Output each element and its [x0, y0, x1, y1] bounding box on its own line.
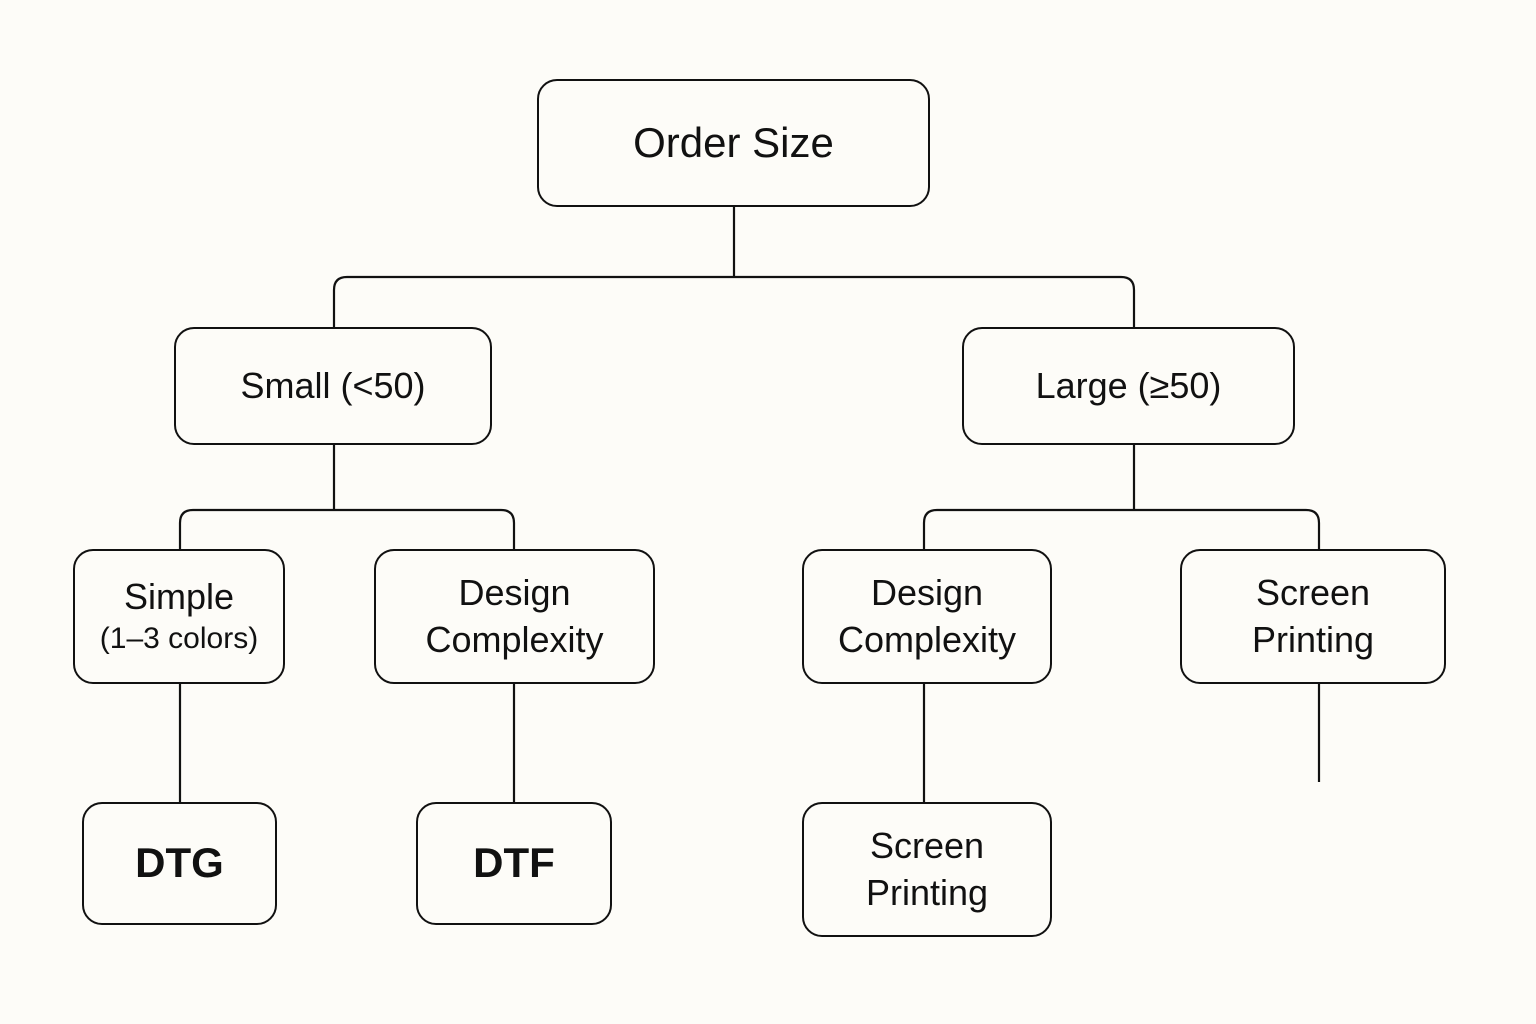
- node-result-dtf: DTF: [416, 802, 612, 925]
- node-large-order: Large (≥50): [962, 327, 1295, 445]
- node-label: Order Size: [633, 118, 834, 166]
- node-order-size: Order Size: [537, 79, 930, 207]
- node-label-line2: Complexity: [425, 618, 604, 660]
- node-label-line2: Printing: [1251, 618, 1375, 660]
- node-label-line2: (1–3 colors): [99, 622, 259, 656]
- node-label: DTG: [135, 839, 224, 887]
- connector-root-to-large: [734, 275, 1136, 327]
- connector-small-to-simple: [178, 508, 334, 550]
- node-small-design-complexity: Design Complexity: [374, 549, 655, 684]
- node-large-design-complexity: Design Complexity: [802, 549, 1052, 684]
- node-label: Large (≥50): [1035, 365, 1222, 407]
- connector-small-to-design: [334, 508, 516, 550]
- node-label-line2: Complexity: [837, 618, 1017, 660]
- node-label-line1: Screen: [1255, 572, 1371, 614]
- node-label-line1: Screen: [869, 825, 985, 867]
- connector-root-to-small: [332, 275, 734, 327]
- node-small-order: Small (<50): [174, 327, 492, 445]
- connector-large-to-design: [922, 508, 1134, 550]
- node-label-line2: Printing: [865, 871, 989, 913]
- node-result-dtg: DTG: [82, 802, 277, 925]
- node-result-screen-printing: Screen Printing: [802, 802, 1052, 937]
- node-label-line1: Simple: [123, 576, 235, 618]
- node-label: Small (<50): [240, 365, 426, 407]
- node-simple-colors: Simple (1–3 colors): [73, 549, 285, 684]
- node-large-screen-printing: Screen Printing: [1180, 549, 1446, 684]
- node-label-line1: Design: [870, 572, 984, 614]
- node-label-line1: Design: [458, 572, 571, 614]
- connector-large-to-screen: [1134, 508, 1321, 550]
- node-label: DTF: [473, 839, 555, 887]
